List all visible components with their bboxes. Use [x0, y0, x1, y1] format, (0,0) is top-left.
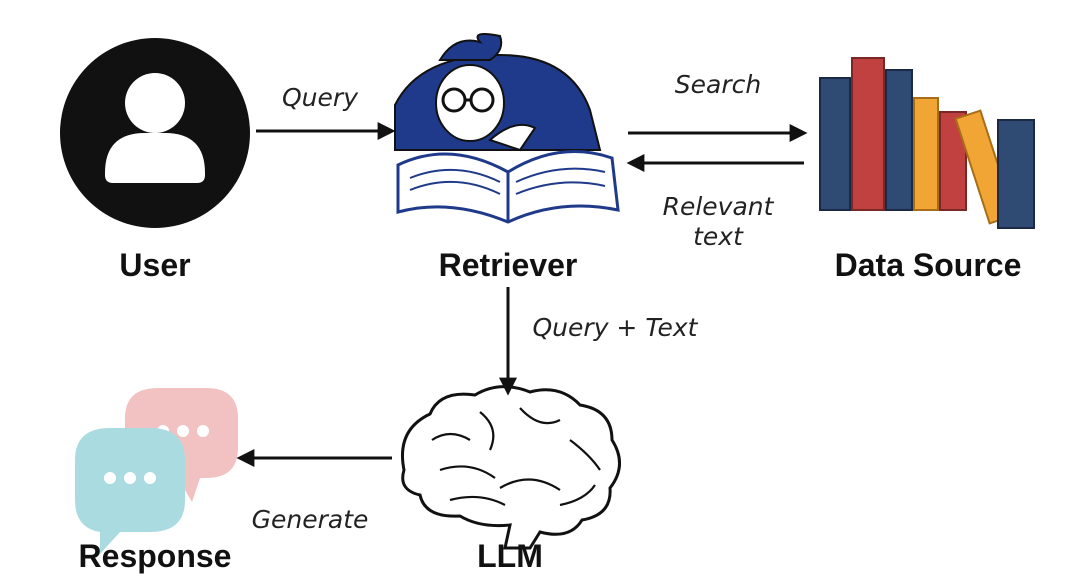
edge-label-relevant-text: Relevant text: [663, 192, 774, 252]
edge-label-query-text: Query + Text: [532, 313, 698, 342]
node-label-data-source: Data Source: [834, 247, 1022, 283]
edge-label-relevant-text-line1: Relevant: [662, 192, 774, 221]
edge-label-relevant-text-line2: text: [693, 222, 743, 251]
chat-bubbles-icon: [75, 388, 238, 554]
node-label-llm: LLM: [477, 538, 543, 574]
user-icon: [60, 38, 250, 228]
retriever-icon: [394, 33, 620, 224]
node-label-user: User: [119, 247, 191, 283]
edge-label-search: Search: [674, 70, 762, 99]
node-label-retriever: Retriever: [438, 247, 578, 283]
node-label-response: Response: [78, 538, 232, 574]
edge-label-generate: Generate: [251, 505, 369, 534]
edge-label-query: Query: [282, 83, 358, 112]
brain-icon: [401, 385, 621, 550]
books-icon: [819, 57, 1035, 229]
